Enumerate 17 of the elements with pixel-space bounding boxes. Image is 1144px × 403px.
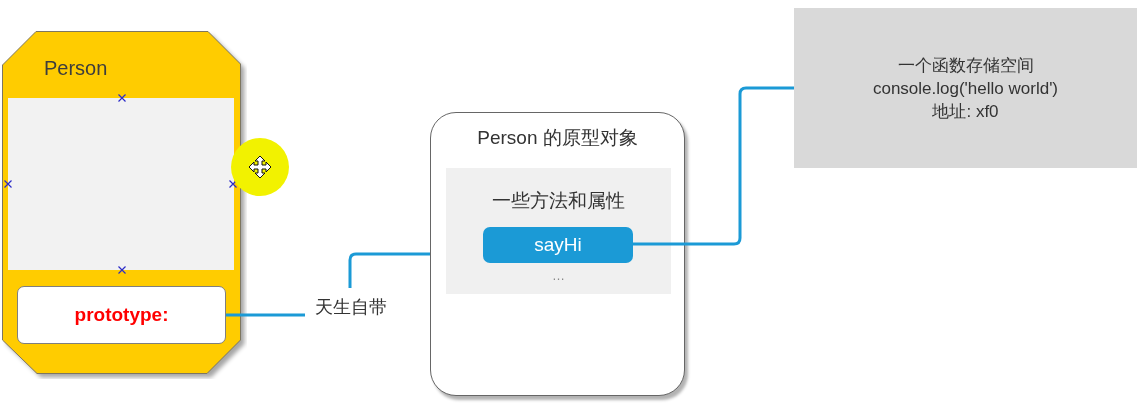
connector-line bbox=[632, 86, 794, 246]
card-title: Person 的原型对象 bbox=[477, 126, 638, 150]
memory-box bbox=[794, 8, 1137, 168]
method-button bbox=[483, 227, 633, 263]
info-text: console.log('hello world') bbox=[872, 77, 1059, 100]
property-label: prototype: bbox=[74, 303, 169, 327]
octagon-card bbox=[2, 31, 247, 379]
panel-heading: 一些方法和属性 bbox=[492, 189, 625, 213]
ellipsis-text: … bbox=[552, 268, 565, 284]
content-area bbox=[8, 98, 234, 270]
info-text: 地址: xf0 bbox=[932, 100, 999, 123]
rounded-card bbox=[430, 112, 685, 396]
methods-panel bbox=[446, 168, 671, 294]
method-label: sayHi bbox=[534, 233, 582, 257]
property-box bbox=[17, 286, 226, 344]
card-title: Person bbox=[44, 57, 108, 79]
info-text: 一个函数存储空间 bbox=[897, 54, 1034, 77]
